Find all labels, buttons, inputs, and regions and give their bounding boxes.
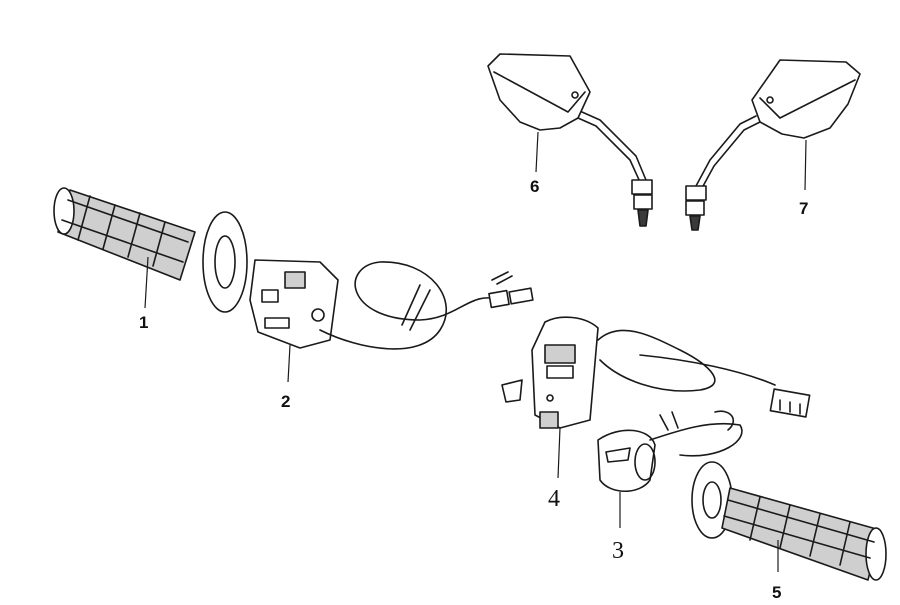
right-switch-assembly: [501, 316, 811, 429]
left-switch-assembly: [249, 259, 534, 350]
callout-7: 7: [799, 199, 808, 218]
leader-2: [287, 344, 291, 383]
leader-4: [557, 427, 561, 479]
left-mirror: [487, 53, 653, 227]
leader-6: [535, 131, 539, 173]
throttle-housing: [597, 410, 743, 492]
callout-2: 2: [281, 392, 290, 411]
right-grip: [691, 461, 887, 581]
callout-6: 6: [530, 177, 539, 196]
callout-3: 3: [612, 538, 624, 564]
callout-1: 1: [139, 313, 148, 332]
right-mirror: [685, 59, 861, 231]
left-grip: [53, 187, 248, 313]
leader-7: [804, 139, 807, 191]
callout-4: 4: [548, 486, 560, 512]
callout-5: 5: [772, 583, 781, 602]
leader-1: [144, 256, 149, 309]
